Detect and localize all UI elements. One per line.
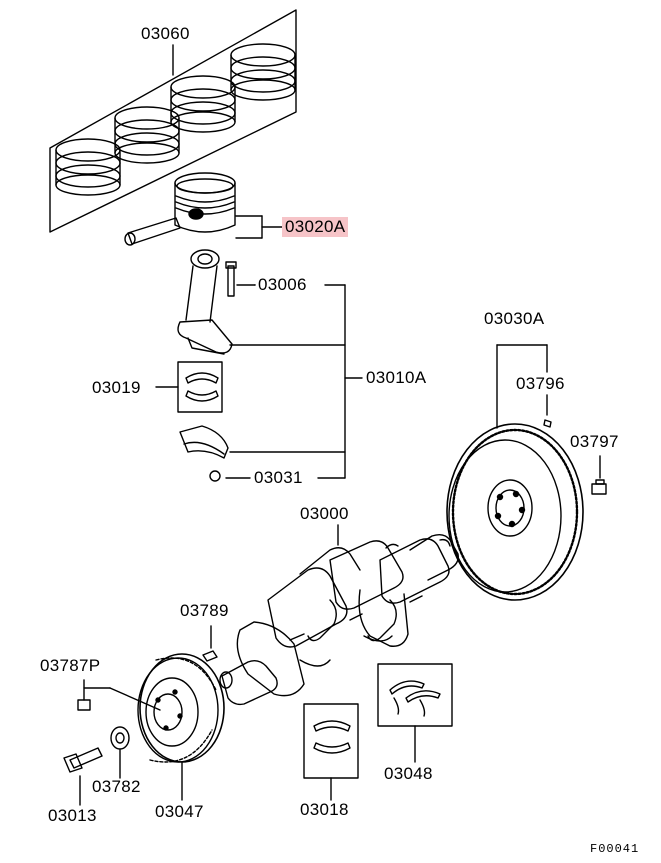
label-washer[interactable]: 03782 [92,777,141,796]
label-piston[interactable]: 03020A [282,217,349,237]
label-flywheel-bolt[interactable]: 03797 [570,432,619,451]
piston-drawing[interactable] [125,173,282,245]
piston-ring-set-group[interactable] [50,10,296,232]
label-crank-pulley-bolt[interactable]: 03013 [48,806,97,825]
conrod-drawing[interactable] [178,250,255,354]
label-woodruff-key[interactable]: 03789 [180,601,229,620]
conrod-bracket [226,285,362,478]
ring-stack-4 [231,44,295,100]
label-piston-ring-set[interactable]: 03060 [141,24,190,43]
label-dowel-pin[interactable]: 03796 [516,374,565,393]
label-crankshaft[interactable]: 03000 [300,504,349,523]
flywheel-drawing[interactable] [447,345,606,600]
label-flywheel[interactable]: 03030A [484,309,545,328]
label-conrod-bearing[interactable]: 03019 [92,378,141,397]
crankshaft-drawing[interactable] [203,525,458,704]
ring-stack-3 [171,76,235,132]
label-main-bearing[interactable]: 03018 [300,800,349,819]
figure-id: F00041 [590,842,640,856]
crank-pulley-drawing[interactable] [138,654,224,800]
thrust-bearing-drawing[interactable] [378,664,452,762]
label-crank-pulley[interactable]: 03047 [155,802,204,821]
main-bearing-drawing[interactable] [304,704,358,800]
label-conrod-assy[interactable]: 03010A [366,368,427,387]
conrod-cap-drawing[interactable] [180,426,228,481]
ring-stack-2 [115,107,179,163]
label-pulley-bolt-small[interactable]: 03787P [40,656,101,675]
label-conrod-bolt[interactable]: 03006 [258,275,307,294]
ring-stack-1 [56,139,120,195]
pulley-bolts-drawing[interactable] [64,680,160,805]
conrod-bearing-drawing[interactable] [156,362,222,412]
label-thrust-bearing[interactable]: 03048 [384,764,433,783]
label-conrod-nut[interactable]: 03031 [254,468,303,487]
